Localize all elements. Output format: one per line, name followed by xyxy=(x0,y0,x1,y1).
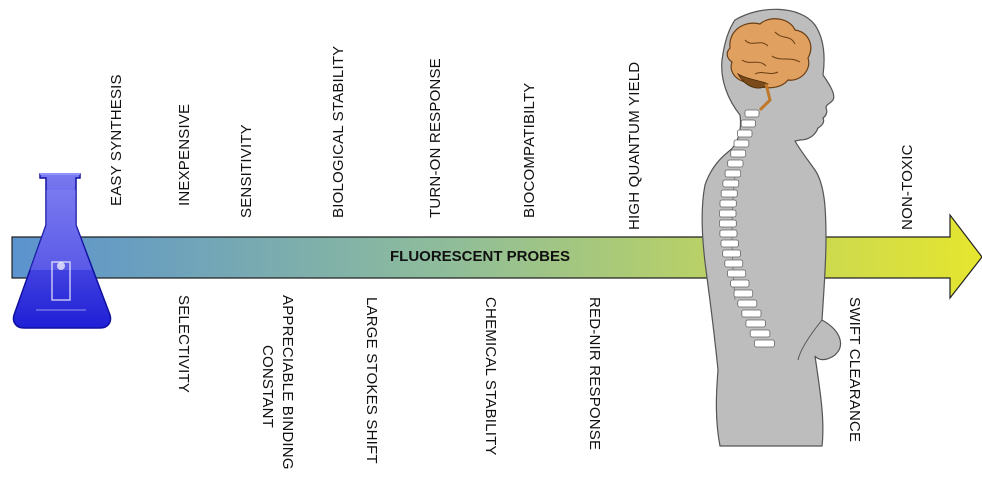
property-label-large-stokes-shift: LARGE STOKES SHIFT xyxy=(363,297,380,464)
property-label-high-quantum-yield: HIGH QUANTUM YIELD xyxy=(626,62,643,230)
property-label-selectivity: SELECTIVITY xyxy=(175,295,192,393)
property-label-red-nir-response: RED-NIR RESPONSE xyxy=(586,297,603,450)
vertebra xyxy=(734,290,753,297)
property-label-inexpensive: INEXPENSIVE xyxy=(176,104,193,206)
vertebra xyxy=(750,330,770,337)
vertebra xyxy=(731,280,749,287)
vertebra xyxy=(720,200,736,207)
vertebra xyxy=(734,140,749,147)
vertebra xyxy=(721,240,738,247)
vertebra xyxy=(731,150,746,157)
property-label-constant: CONSTANT xyxy=(259,345,276,428)
vertebra xyxy=(728,160,743,167)
arrow-title: FLUORESCENT PROBES xyxy=(390,248,570,265)
vertebra xyxy=(742,310,761,317)
vertebra xyxy=(745,110,759,117)
property-label-biological-stability: BIOLOGICAL STABILITY xyxy=(330,46,347,218)
vertebra xyxy=(741,120,755,127)
property-label-swift-clearance: SWIFT CLEARANCE xyxy=(846,297,863,442)
vertebra xyxy=(723,180,739,187)
property-label-sensitivity: SENSITIVITY xyxy=(238,124,255,218)
vertebra xyxy=(723,250,741,257)
property-label-non-toxic: NON-TOXIC xyxy=(899,144,916,230)
property-label-appreciable-binding: APPRECIABLE BINDING xyxy=(279,295,296,470)
vertebra xyxy=(721,190,737,197)
vertebra xyxy=(720,230,737,237)
vertebra xyxy=(725,260,743,267)
vertebra xyxy=(738,300,757,307)
vertebra xyxy=(728,270,746,277)
vertebra xyxy=(746,320,766,327)
property-label-easy-synthesis: EASY SYNTHESIS xyxy=(108,74,125,206)
vertebra xyxy=(719,210,736,217)
vertebra xyxy=(754,340,774,347)
vertebra xyxy=(719,220,736,227)
property-label-biocompatibility: BIOCOMPATIBILTY xyxy=(521,82,538,218)
vertebra xyxy=(738,130,753,137)
property-label-chemical-stability: CHEMICAL STABILITY xyxy=(482,297,499,456)
vertebra xyxy=(725,170,741,177)
property-label-turn-on-response: TURN-ON RESPONSE xyxy=(427,58,444,218)
